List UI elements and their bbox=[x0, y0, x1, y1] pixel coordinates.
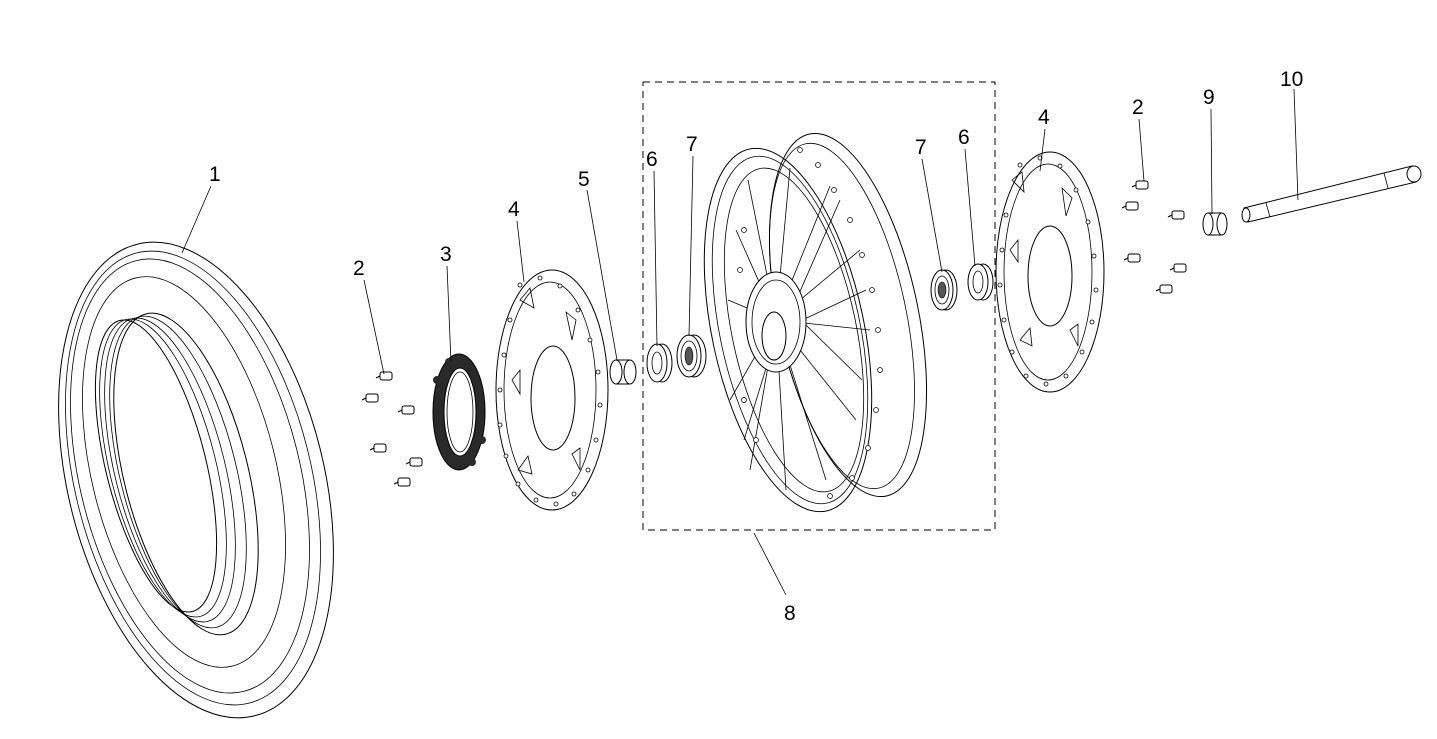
tire bbox=[58, 241, 334, 719]
callout-disc-left: 4 bbox=[508, 198, 520, 221]
callout-labels: 1 2 3 4 5 6 7 8 7 6 4 2 9 10 bbox=[209, 68, 1303, 625]
callout-disc-right: 4 bbox=[1038, 106, 1050, 129]
bolts-left bbox=[361, 371, 423, 487]
sprocket-flange bbox=[432, 353, 486, 471]
seal-left bbox=[646, 343, 673, 383]
bearing-left bbox=[676, 334, 707, 378]
callout-seal-right: 6 bbox=[958, 126, 970, 149]
bearing-right bbox=[930, 269, 958, 311]
disc-left bbox=[495, 269, 609, 511]
spacer bbox=[609, 359, 637, 385]
axle bbox=[1241, 165, 1422, 223]
callout-seal-left: 6 bbox=[646, 148, 658, 171]
callout-axle: 10 bbox=[1280, 68, 1303, 91]
callout-bearing-right: 7 bbox=[915, 136, 927, 159]
seal-right bbox=[967, 263, 994, 301]
leader-lines bbox=[181, 88, 1299, 596]
callout-collar: 9 bbox=[1203, 86, 1215, 109]
callout-bolts-right: 2 bbox=[1132, 96, 1144, 119]
callout-bearing-left: 7 bbox=[686, 133, 698, 156]
disc-right bbox=[995, 151, 1105, 393]
wheel-assembly bbox=[642, 81, 996, 531]
callout-sprocket-flange: 3 bbox=[440, 243, 452, 266]
callout-bolts-left: 2 bbox=[353, 257, 365, 280]
collar bbox=[1202, 212, 1228, 236]
callout-tire: 1 bbox=[209, 163, 221, 186]
callout-spacer: 5 bbox=[578, 168, 590, 191]
callout-wheel-assembly: 8 bbox=[784, 602, 796, 625]
bolts-right bbox=[1121, 180, 1187, 294]
